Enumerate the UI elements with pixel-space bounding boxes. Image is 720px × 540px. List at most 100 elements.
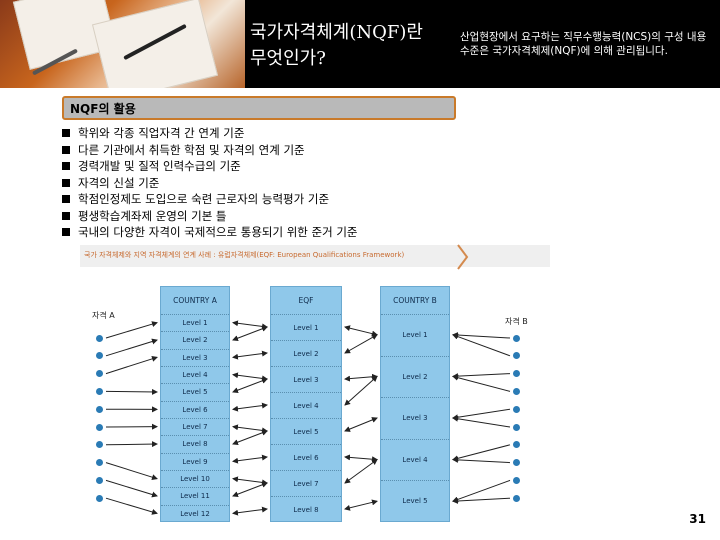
level-cell: Level 12	[180, 509, 210, 518]
connector-arrow	[452, 456, 511, 464]
right-dot-icon	[513, 405, 520, 413]
connector-arrow	[452, 444, 511, 462]
level-cell: Level 10	[161, 471, 229, 489]
country-a-title: COUNTRY A	[161, 287, 229, 315]
level-cell: Level 2	[271, 341, 341, 367]
connector-arrow	[105, 479, 158, 498]
connector-arrow	[105, 355, 158, 375]
level-cell: Level 2	[381, 357, 449, 399]
bullet-square-icon	[62, 211, 70, 220]
connector-arrow	[232, 481, 268, 498]
right-dot-icon	[513, 370, 520, 378]
connector-arrow	[232, 320, 268, 330]
connector-arrow	[344, 334, 378, 354]
left-dot-icon	[96, 476, 103, 484]
level-cell: Level 6	[271, 445, 341, 471]
connector-arrow	[105, 388, 158, 395]
right-dot-icon	[513, 476, 520, 484]
right-dot-icon	[513, 494, 520, 502]
level-cell: Level 1	[381, 315, 449, 357]
bullet-square-icon	[62, 195, 70, 204]
right-qualification-label: 자격 B	[505, 317, 528, 326]
level-cell: Level 7	[271, 471, 341, 497]
list-item: 평생학습계좌제 운영의 기본 틀	[62, 208, 358, 225]
right-dot-icon	[513, 423, 520, 431]
level-cell: Level 5	[161, 384, 229, 402]
connector-arrow	[452, 408, 511, 421]
header-photo	[0, 0, 245, 88]
left-dot-icon	[96, 441, 103, 449]
bullet-square-icon	[62, 178, 70, 187]
connector-arrow	[344, 417, 378, 432]
left-dot-icon	[96, 352, 103, 360]
left-dot-icon	[96, 370, 103, 378]
section-heading: NQF의 활용	[70, 102, 136, 116]
connector-arrow	[452, 333, 511, 357]
connector-arrow	[452, 374, 511, 392]
right-dot-icon	[513, 352, 520, 360]
connector-arrow	[344, 375, 378, 406]
bullet-square-icon	[62, 162, 70, 171]
bullet-square-icon	[62, 129, 70, 138]
connector-arrow	[344, 499, 378, 511]
left-dot-icon	[96, 459, 103, 467]
connector-arrow	[344, 454, 378, 463]
level-cell: Level 8	[161, 436, 229, 454]
connector-arrow	[105, 462, 158, 481]
level-cell: Level 4	[161, 367, 229, 385]
diagram-caption-bar: 국가 자격체제와 지역 자격체계의 연계 사례 : 유럽자격체제(EQF: Eu…	[80, 245, 550, 267]
left-qualification-label: 자격 A	[92, 311, 115, 320]
list-item: 국내의 다양한 자격이 국제적으로 통용되기 위한 준거 기준	[62, 224, 358, 241]
page-number: 31	[689, 512, 706, 526]
connector-arrow	[344, 459, 378, 484]
level-cell: Level 6	[161, 402, 229, 419]
connector-arrow	[452, 373, 511, 380]
header-subtitle: 산업현장에서 요구하는 직무수행능력(NCS)의 구성 내용 수준은 국가자격체…	[460, 31, 707, 57]
connector-arrow	[105, 497, 158, 515]
level-cell: Level 4	[381, 440, 449, 482]
connector-arrow	[105, 321, 158, 339]
connector-arrow	[105, 338, 158, 357]
header-banner: 국가자격체계(NQF)란 무엇인가? 산업현장에서 요구하는 직무수행능력(NC…	[0, 0, 720, 88]
level-cell: Level 11	[161, 488, 229, 506]
list-item: 자격의 신설 기준	[62, 175, 358, 192]
level-cell: Level 2	[161, 332, 229, 350]
connector-arrow	[232, 350, 268, 360]
connector-arrow	[344, 373, 378, 382]
left-dot-icon	[96, 494, 103, 502]
level-cell: Level 5	[402, 497, 428, 506]
level-cell: Level 3	[271, 367, 341, 393]
connector-arrow	[232, 454, 268, 464]
diagram-caption: 국가 자격체제와 지역 자격체계의 연계 사례 : 유럽자격체제(EQF: Eu…	[84, 251, 405, 259]
connector-arrow	[232, 506, 268, 516]
title-line-1: 국가자격체계(NQF)란	[250, 22, 423, 43]
page-title: 국가자격체계(NQF)란 무엇인가?	[250, 20, 423, 72]
connector-arrow	[232, 372, 268, 382]
title-line-2: 무엇인가?	[250, 48, 326, 69]
section-heading-bar: NQF의 활용	[62, 96, 456, 120]
level-cell: Level 4	[271, 393, 341, 419]
level-cell: Level 9	[161, 454, 229, 471]
chevron-right-icon	[457, 244, 469, 270]
list-item: 경력개발 및 질적 인력수급의 기준	[62, 158, 358, 175]
level-cell: Level 3	[161, 350, 229, 367]
list-item: 다른 기관에서 취득한 학점 및 자격의 연계 기준	[62, 142, 358, 159]
bullet-square-icon	[62, 228, 70, 237]
right-dot-icon	[513, 334, 520, 342]
eqf-title: EQF	[271, 287, 341, 315]
connector-arrow	[105, 441, 158, 448]
right-dot-icon	[513, 441, 520, 449]
connector-arrow	[232, 476, 268, 486]
connector-arrow	[452, 332, 511, 339]
level-cell: Level 3	[381, 398, 449, 440]
connector-arrow	[452, 497, 511, 504]
bullet-list: 학위와 각종 직업자격 간 연계 기준 다른 기관에서 취득한 학점 및 자격의…	[62, 125, 358, 241]
connector-arrow	[452, 479, 511, 503]
connector-arrow	[344, 325, 378, 337]
connector-arrow	[232, 402, 268, 412]
list-item: 학위와 각종 직업자격 간 연계 기준	[62, 125, 358, 142]
level-cell: Level 7	[161, 419, 229, 437]
